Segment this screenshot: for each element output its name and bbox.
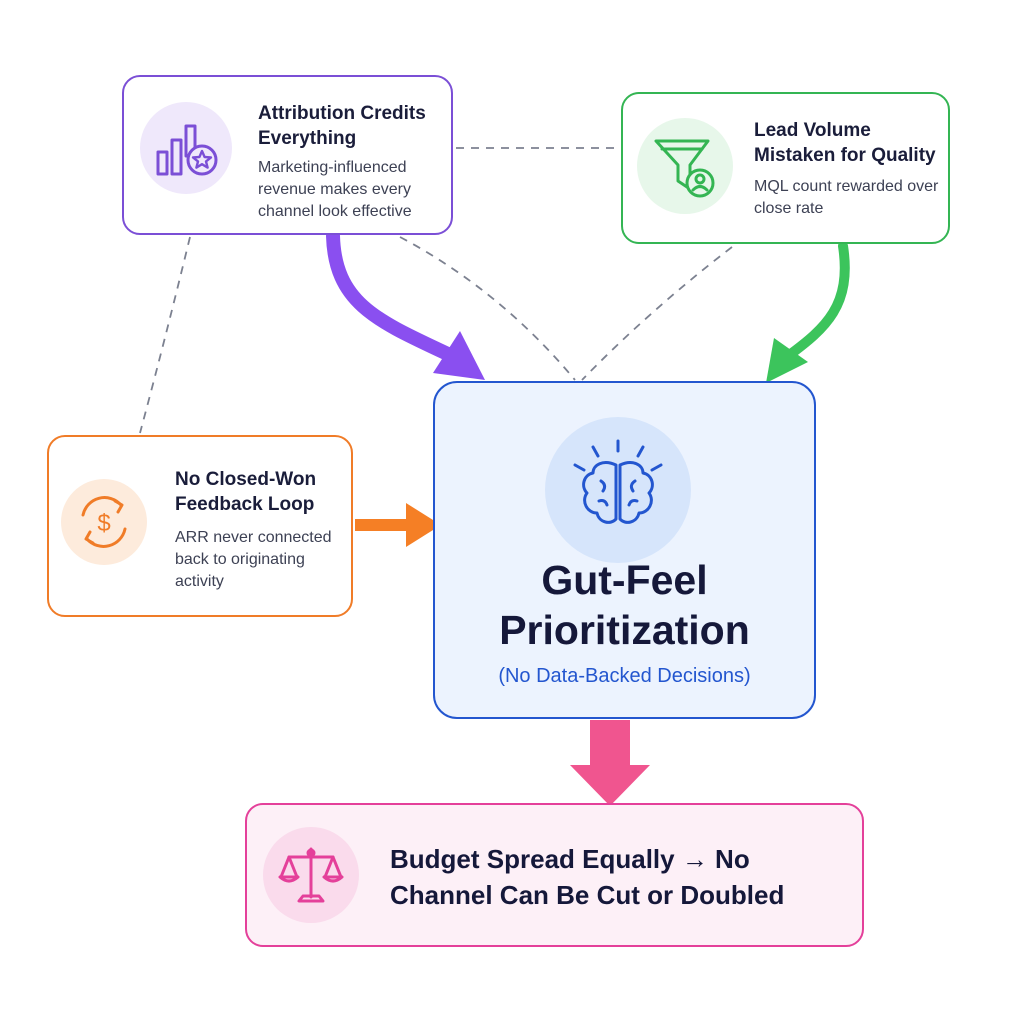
dashed-line-attribution-central [399, 236, 576, 381]
arrow-lead-to-central [766, 241, 850, 383]
dashed-line-lead-central [581, 246, 733, 381]
central-title: Gut-Feel Prioritization [499, 557, 750, 653]
arrow-attribution-to-central [326, 229, 485, 380]
node-outcome: Budget Spread Equally → No Channel Can B… [245, 803, 864, 947]
node-title: Lead Volume Mistaken for Quality [754, 120, 936, 166]
dollar-cycle-icon: $ [61, 479, 147, 565]
balance-scale-icon [263, 827, 359, 923]
bar-chart-star-icon [140, 102, 232, 194]
dashed-connectors [139, 147, 733, 434]
central-subtitle: (No Data-Backed Decisions) [498, 665, 751, 687]
node-feedback-loop: $ No Closed-Won Feedback Loop ARR never … [47, 435, 353, 617]
brain-icon [545, 417, 691, 563]
outcome-title: Budget Spread Equally → No Channel Can B… [390, 844, 785, 910]
node-title: No Closed-Won Feedback Loop [175, 469, 317, 515]
node-title: Attribution Credits Everything [258, 103, 426, 149]
node-description: MQL count rewarded over close rate [754, 178, 939, 217]
node-lead-volume: Lead Volume Mistaken for Quality MQL cou… [621, 92, 950, 244]
funnel-person-icon [637, 118, 733, 214]
node-description: ARR never connected back to originating … [175, 529, 332, 590]
node-central: Gut-Feel Prioritization (No Data-Backed … [433, 381, 816, 719]
node-attribution: Attribution Credits Everything Marketing… [122, 75, 453, 235]
node-description: Marketing-influenced revenue makes every… [258, 159, 412, 220]
dashed-line-attribution-loop [139, 236, 191, 434]
svg-text:$: $ [97, 510, 110, 537]
arrow-loop-to-central [355, 503, 441, 547]
arrow-central-to-outcome [570, 720, 650, 806]
